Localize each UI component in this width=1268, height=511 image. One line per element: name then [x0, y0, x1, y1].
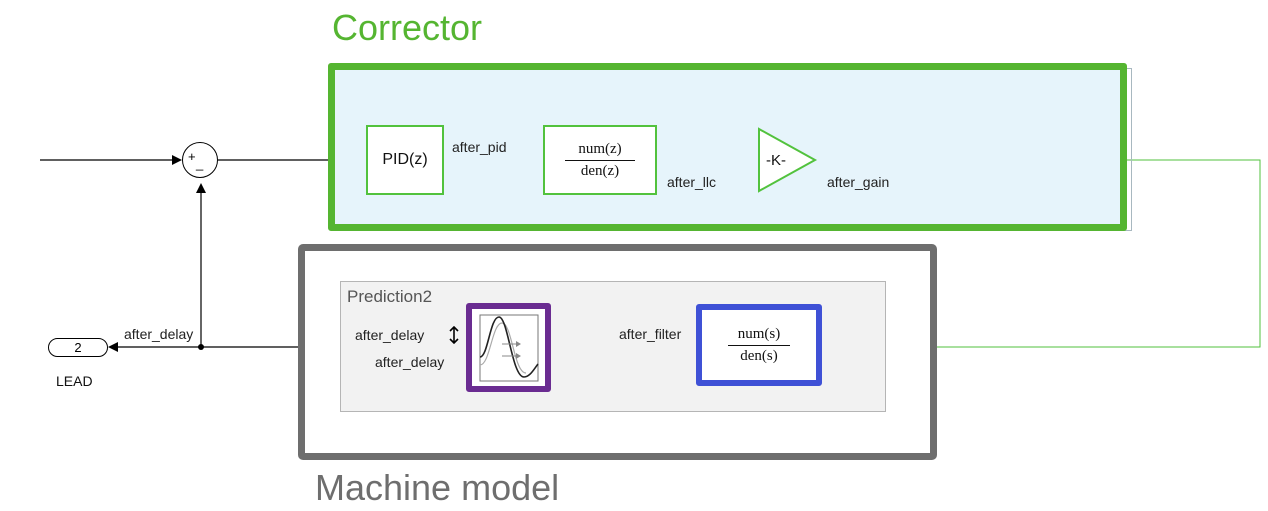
- gain-block[interactable]: [757, 127, 819, 193]
- variable-delay-block[interactable]: [466, 303, 551, 392]
- output-port-number: 2: [74, 340, 82, 355]
- after-filter-label: after_filter: [619, 326, 682, 342]
- filter-numerator: num(s): [737, 325, 781, 342]
- llc-numerator: num(z): [578, 140, 622, 157]
- after-delay-signal-label: after_delay: [124, 326, 194, 342]
- filter-transfer-function: num(s) den(s): [728, 326, 790, 365]
- output-port-name: LEAD: [56, 373, 93, 389]
- filter-denominator: den(s): [740, 347, 778, 364]
- after-gain-label: after_gain: [827, 174, 890, 190]
- llc-transfer-function: num(z) den(z): [565, 141, 635, 180]
- delay-waveform-icon: [479, 314, 539, 382]
- corrector-title: Corrector: [332, 7, 483, 48]
- sum-minus-sign: _: [196, 156, 204, 171]
- corrector-highlight-box[interactable]: [328, 63, 1127, 231]
- arrowhead: [108, 342, 118, 352]
- machine-model-title: Machine model: [315, 467, 560, 508]
- after-llc-label: after_llc: [667, 174, 717, 190]
- prediction-subsystem-title: Prediction2: [347, 287, 433, 306]
- fraction-bar: [565, 159, 635, 161]
- delay-output-label-2: after_delay: [375, 354, 445, 370]
- pid-controller-block[interactable]: PID(z): [366, 125, 444, 195]
- pid-label: PID(z): [382, 151, 428, 168]
- llc-denominator: den(z): [580, 162, 620, 179]
- after-pid-label: after_pid: [452, 139, 507, 155]
- lead-lag-compensator-block[interactable]: num(z) den(z): [543, 125, 657, 195]
- sum-plus-sign: +: [188, 149, 196, 164]
- delay-output-label-1: after_delay: [355, 327, 425, 343]
- sum-block[interactable]: [182, 142, 218, 178]
- fraction-bar: [728, 344, 790, 346]
- arrowhead: [172, 155, 182, 165]
- gain-label: -K-: [766, 152, 786, 169]
- branch-point: [198, 344, 204, 350]
- filter-transfer-function-block[interactable]: num(s) den(s): [696, 304, 822, 386]
- updown-arrow-icon: [449, 326, 459, 344]
- arrowhead: [196, 183, 206, 193]
- output-port-lead[interactable]: 2: [48, 338, 108, 357]
